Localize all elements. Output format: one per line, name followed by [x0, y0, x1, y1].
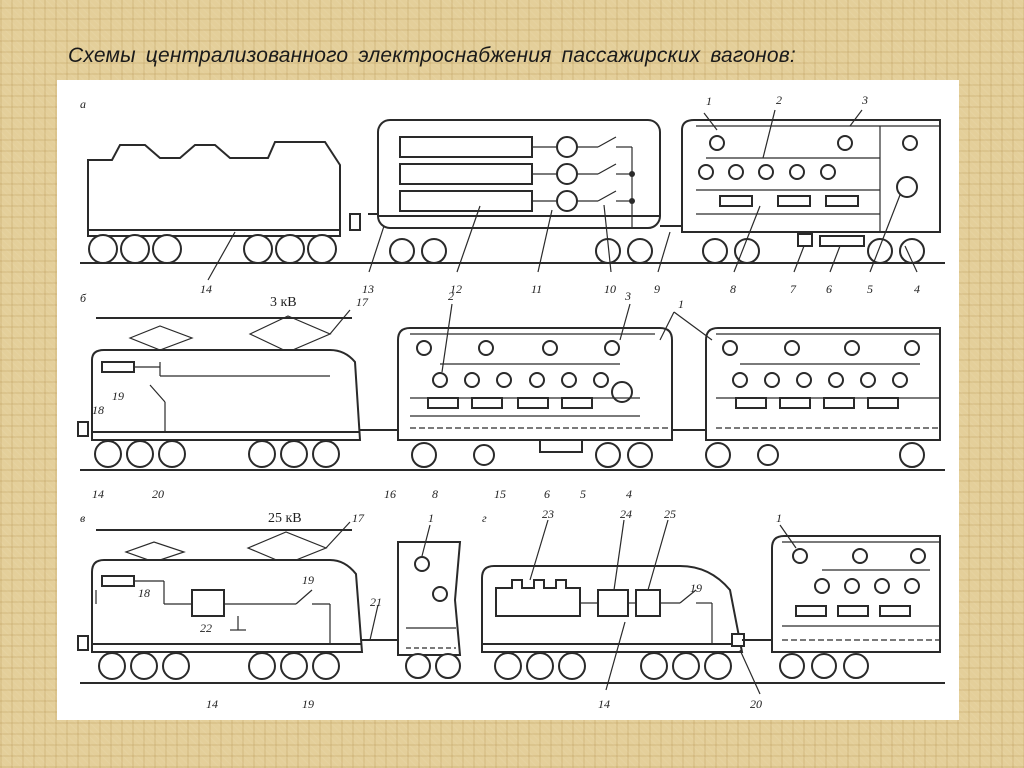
row-b: б 3 кВ — [77, 289, 945, 501]
panel-label-b: б — [80, 291, 87, 305]
callout-number: 1 — [428, 511, 434, 525]
callout-number: 19 — [302, 697, 314, 711]
diagram-figure: а — [57, 80, 959, 720]
car-b2-lamps — [722, 340, 920, 388]
power-car-wheels — [389, 238, 653, 264]
transformer-22 — [191, 589, 225, 617]
voltage-label-25kv: 25 кВ — [268, 511, 302, 526]
callouts-d: 1 14 19 20 23 24 25 — [529, 507, 797, 711]
callout-number: 1 — [706, 94, 712, 108]
locomotive-c-wheels — [98, 652, 340, 680]
row-c: в 25 кВ — [77, 511, 945, 711]
callout-number: 9 — [654, 282, 660, 296]
callout-number: 1 — [678, 297, 684, 311]
callout-number: 25 — [664, 507, 676, 521]
car-b1-lamps — [416, 340, 633, 403]
callout-number: 5 — [867, 282, 873, 296]
callout-number: 6 — [826, 282, 832, 296]
callout-number: 4 — [914, 282, 920, 296]
callout-number: 15 — [494, 487, 506, 501]
rectifier-25 — [635, 589, 661, 617]
callout-number: 17 — [356, 295, 369, 309]
slide-title: Схемы централизованного электроснабжения… — [68, 44, 796, 67]
diesel-engine-23 — [495, 579, 581, 617]
callout-number: 22 — [200, 621, 212, 635]
callout-number: 8 — [432, 487, 438, 501]
callouts-b: 1 2 3 4 5 6 8 14 15 16 17 18 19 20 — [92, 289, 684, 501]
callouts-a: 1 2 3 4 5 6 7 8 9 10 11 12 13 14 — [200, 93, 920, 296]
callout-number: 4 — [626, 487, 632, 501]
row-a: а — [80, 93, 945, 296]
callout-number: 5 — [580, 487, 586, 501]
callout-number: 18 — [138, 586, 150, 600]
callout-number: 19 — [112, 389, 124, 403]
lamp-row — [698, 135, 918, 198]
callout-number: 24 — [620, 507, 632, 521]
car-b1-wheels — [411, 442, 653, 468]
callout-number: 6 — [544, 487, 550, 501]
passenger-car-c — [397, 541, 462, 656]
generator-24 — [597, 589, 629, 617]
callout-number: 13 — [362, 282, 374, 296]
leader-lines-b — [329, 303, 713, 373]
electric-locomotive-c — [91, 559, 364, 653]
callout-number: 19 — [302, 573, 314, 587]
diesel-locomotive — [87, 141, 341, 237]
callout-number: 19 — [690, 581, 702, 595]
callout-number: 1 — [776, 511, 782, 525]
locomotive-wheels — [88, 234, 337, 264]
callout-number: 20 — [750, 697, 762, 711]
callout-number: 14 — [598, 697, 610, 711]
callout-number: 18 — [92, 403, 104, 417]
locomotive-d-wheels — [494, 652, 732, 680]
passenger-car-d — [771, 535, 941, 653]
callouts-c: 1 14 17 18 19 19 21 22 — [138, 511, 434, 711]
panel-label-a: а — [80, 97, 86, 111]
callout-number: 16 — [384, 487, 396, 501]
row-d: г — [481, 507, 941, 711]
leader-lines-a — [207, 109, 918, 281]
callout-number: 7 — [790, 282, 797, 296]
callout-number: 20 — [152, 487, 164, 501]
car-b2-wheels — [705, 442, 925, 468]
callout-number: 2 — [448, 289, 454, 303]
callout-number: 17 — [352, 511, 365, 525]
callout-number: 3 — [861, 93, 868, 107]
panel-label-g: г — [482, 511, 487, 525]
callout-number: 14 — [200, 282, 212, 296]
callout-number: 12 — [450, 282, 462, 296]
generator-units — [399, 136, 635, 228]
callout-number: 3 — [624, 289, 631, 303]
passenger-car-b2 — [705, 327, 941, 441]
panel-label-v: в — [80, 511, 85, 525]
callout-number: 23 — [542, 507, 554, 521]
callout-number: 8 — [730, 282, 736, 296]
passenger-car-a-wheels — [702, 238, 925, 264]
callout-number: 21 — [370, 595, 382, 609]
callout-number: 10 — [604, 282, 616, 296]
electric-locomotive-b — [91, 349, 362, 441]
callout-number: 14 — [206, 697, 218, 711]
locomotive-b-wheels — [94, 440, 340, 468]
callout-number: 14 — [92, 487, 104, 501]
callout-number: 11 — [531, 282, 542, 296]
callout-number: 2 — [776, 93, 782, 107]
voltage-label-3kv: 3 кВ — [270, 295, 297, 310]
coupler — [349, 213, 361, 231]
